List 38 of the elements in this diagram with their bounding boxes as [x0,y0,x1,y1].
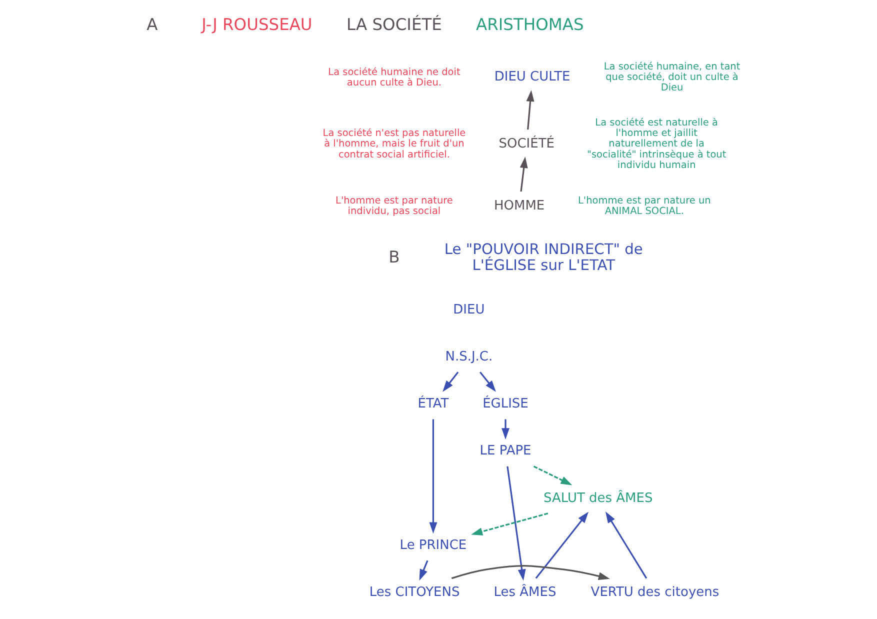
arrow [506,466,526,581]
node-text: Les CITOYENS [369,585,460,600]
label: LA SOCIÉTÉ [346,15,442,34]
node-text: HOMME [494,198,545,214]
arrow [533,466,572,486]
node-text: ÉGLISE [482,396,528,412]
arrow [451,564,610,580]
arrow [526,90,534,130]
label: La société est naturelle à l'homme et jaillit naturellement de la "socialité" intrinsèque à tout individu humain [586,118,726,171]
label: Le "POUVOIR INDIRECT" de L'ÉGLISE sur L'ETAT [444,240,643,274]
label: B [388,247,400,266]
label: La société n'est pas naturelle à l'homme, mais le fruit d'un contrat social artificiel. [322,128,466,160]
node-text: SALUT des ÂMES [544,490,653,506]
arrow [520,156,528,192]
label: A [146,15,158,34]
label: L'homme est par nature un ANIMAL SOCIAL. [578,196,711,218]
node-text: N.S.J.C. [445,350,493,365]
label: ARISTHOMAS [476,15,584,34]
label: La société humaine, en tant que société, doit un culte à Dieu [604,62,740,94]
arrow [442,372,459,392]
label: L'homme est par nature individu, pas social [336,196,453,218]
node-text: DIEU CULTE [494,70,570,85]
node-text: LE PAPE [480,444,532,459]
node-text: DIEU [453,302,485,318]
label: La société humaine ne doit aucun culte à Dieu. [328,66,460,88]
arrow [480,372,496,392]
arrow [429,419,438,534]
arrow [605,512,648,579]
node-text: SOCIÉTÉ [498,136,554,152]
label: J-J ROUSSEAU [202,15,312,34]
node-text: Le PRINCE [400,538,467,553]
arrow [419,560,428,581]
arrow [535,512,589,579]
node-text: ÉTAT [418,396,449,412]
node-text: Les ÂMES [494,585,556,600]
arrow [502,419,510,440]
arrow [471,512,548,536]
node-text: VERTU des citoyens [590,585,720,600]
